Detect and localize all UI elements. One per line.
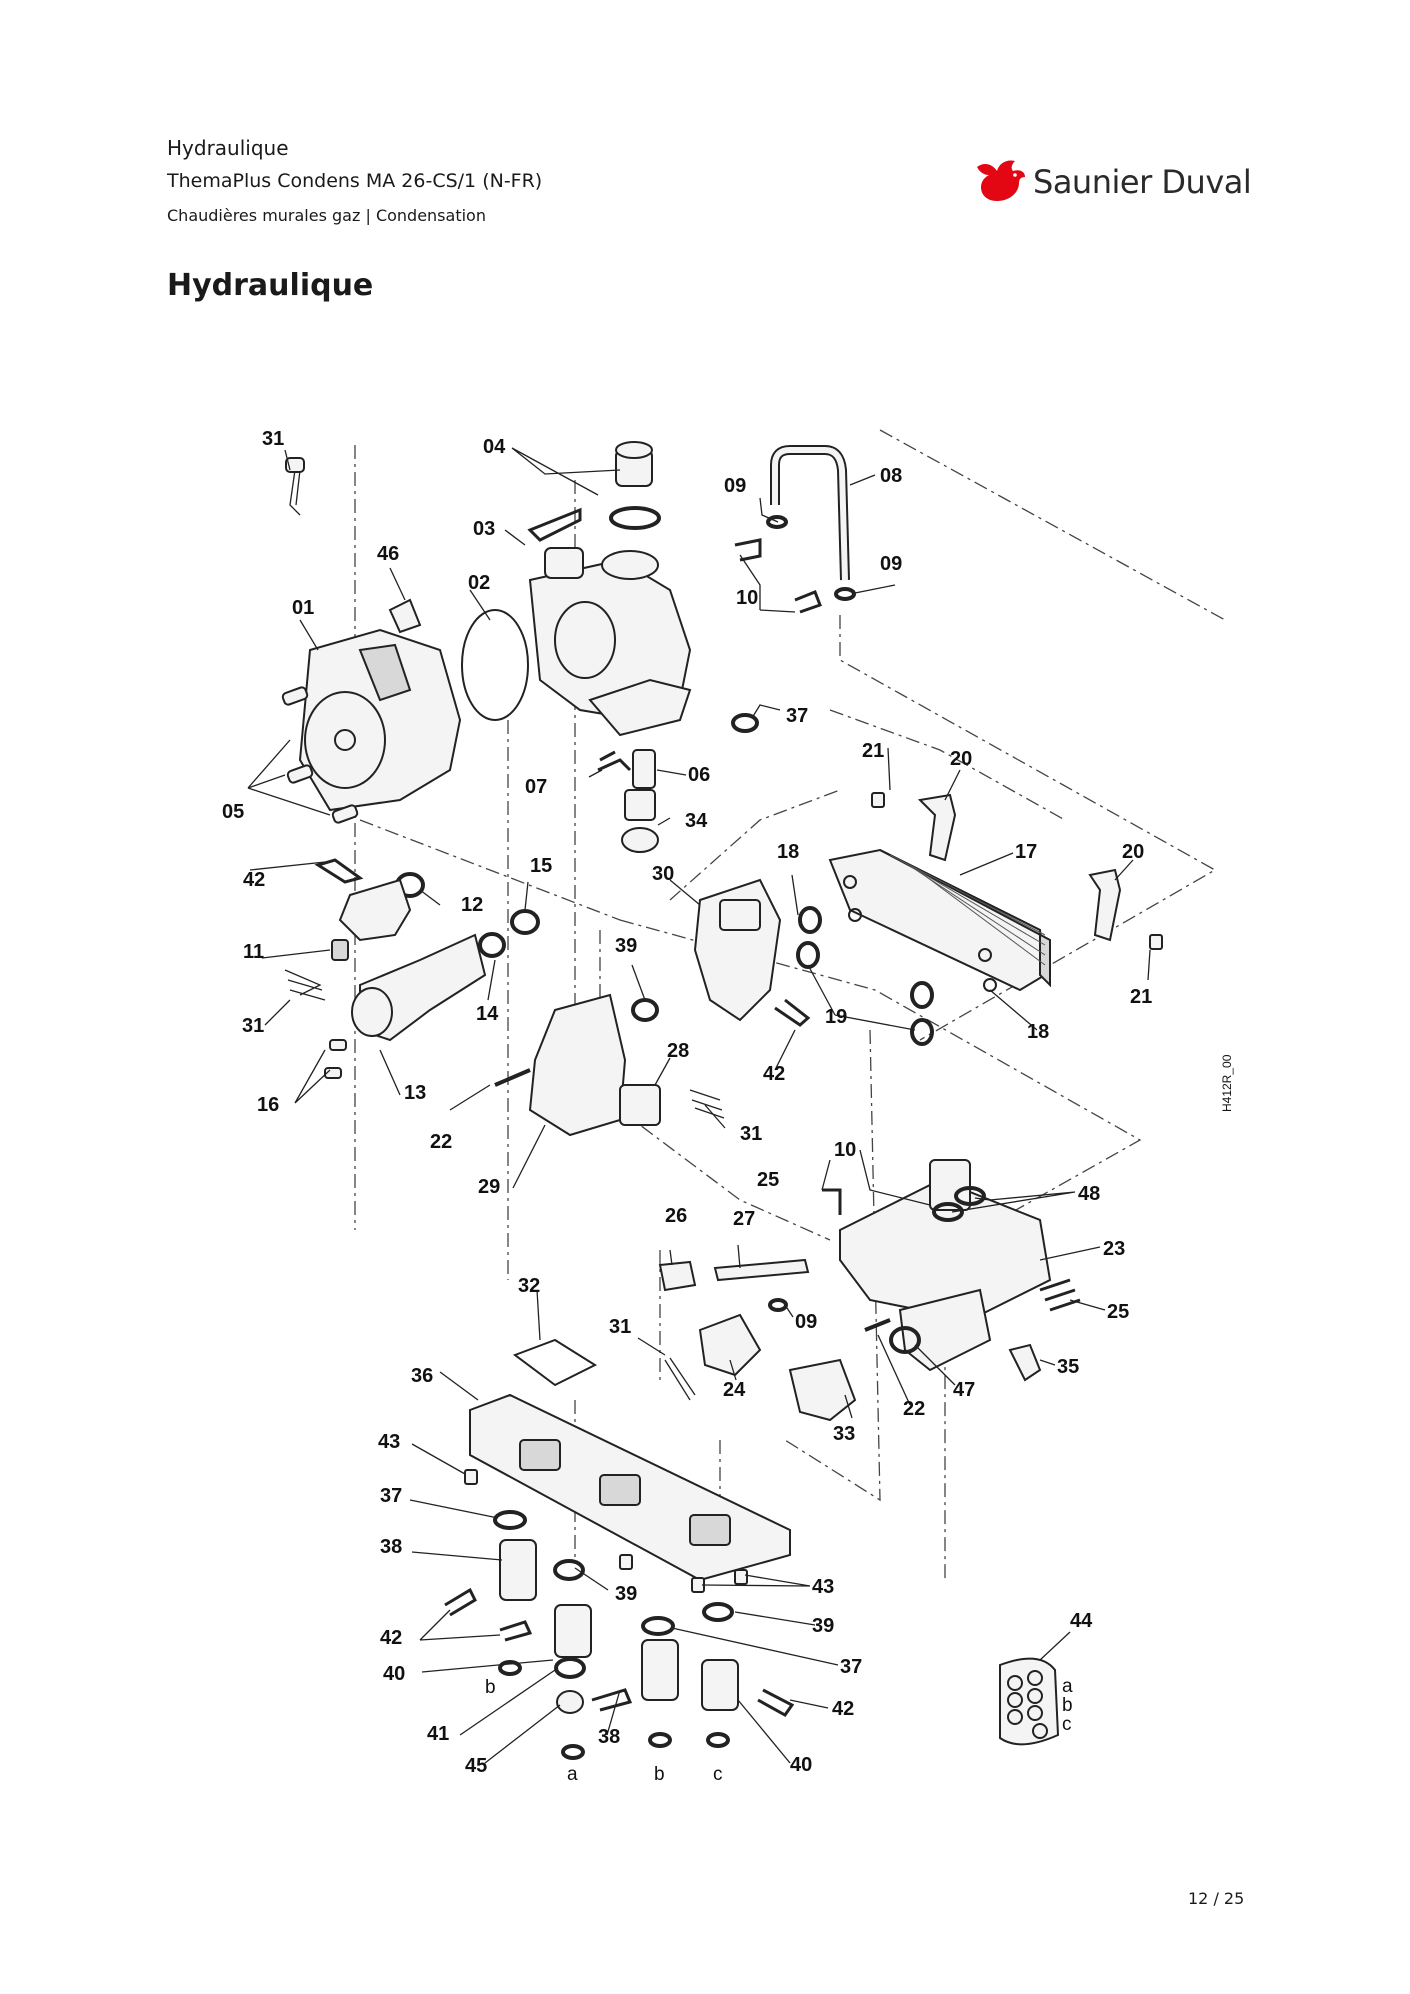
- callout-12: 12: [461, 894, 483, 916]
- callout-39: 39: [615, 1583, 637, 1605]
- callout-23: 23: [1103, 1238, 1125, 1260]
- gasket-label-c: c: [1062, 1714, 1072, 1735]
- callout-10: 10: [736, 587, 758, 609]
- callout-19: 19: [825, 1006, 847, 1028]
- callout-01: 01: [292, 597, 314, 619]
- callout-06: 06: [688, 764, 710, 786]
- callout-31: 31: [740, 1123, 762, 1145]
- callout-33: 33: [833, 1423, 855, 1445]
- callout-24: 24: [723, 1379, 746, 1401]
- callout-36: 36: [411, 1365, 433, 1387]
- callout-08: 08: [880, 465, 902, 487]
- seal-label-a: a: [567, 1764, 578, 1785]
- callout-34: 34: [685, 810, 708, 832]
- callout-48: 48: [1078, 1183, 1100, 1205]
- callout-42: 42: [380, 1627, 402, 1649]
- callout-05: 05: [222, 801, 244, 823]
- brand-name: Saunier Duval: [1033, 163, 1252, 201]
- callout-31: 31: [262, 428, 284, 450]
- callout-37: 37: [786, 705, 808, 727]
- callout-39: 39: [812, 1615, 834, 1637]
- callout-27: 27: [733, 1208, 755, 1230]
- callout-16: 16: [257, 1094, 279, 1116]
- pump-housing: [528, 547, 692, 737]
- callout-labels: 31 04 03 02 46 01 05 09 08 09 10 37 06 0…: [222, 428, 1234, 1785]
- brand-logo: Saunier Duval: [975, 157, 1255, 207]
- header-category: Chaudières murales gaz | Condensation: [167, 206, 486, 225]
- gasket-set-44: [999, 1657, 1060, 1746]
- callout-26: 26: [665, 1205, 687, 1227]
- callout-02: 02: [468, 572, 490, 594]
- callout-20: 20: [1122, 841, 1144, 863]
- callout-09: 09: [880, 553, 902, 575]
- callout-17: 17: [1015, 841, 1037, 863]
- callout-22: 22: [430, 1131, 452, 1153]
- gasket-label-a: a: [1062, 1676, 1073, 1697]
- callout-42: 42: [243, 869, 265, 891]
- callout-03: 03: [473, 518, 495, 540]
- callout-18: 18: [1027, 1021, 1049, 1043]
- callout-38: 38: [598, 1726, 620, 1748]
- callout-43: 43: [812, 1576, 834, 1598]
- callout-40: 40: [383, 1663, 405, 1685]
- callout-35: 35: [1057, 1356, 1079, 1378]
- callout-42: 42: [763, 1063, 785, 1085]
- callout-47: 47: [953, 1379, 975, 1401]
- seal-label-b: b: [654, 1764, 665, 1785]
- callout-45: 45: [465, 1755, 487, 1777]
- pump-motor: [298, 628, 462, 812]
- callout-37: 37: [380, 1485, 402, 1507]
- bird-logo-icon: [977, 160, 1025, 201]
- callout-38: 38: [380, 1536, 402, 1558]
- callout-11: 11: [243, 941, 264, 963]
- leader-lines: [247, 447, 1151, 1764]
- callout-04: 04: [483, 436, 506, 458]
- callout-31: 31: [242, 1015, 264, 1037]
- seal-label-b: b: [485, 1677, 496, 1698]
- callout-40: 40: [790, 1754, 812, 1776]
- callout-21: 21: [862, 740, 884, 762]
- callout-37: 37: [840, 1656, 862, 1678]
- hydraulic-block: [839, 1159, 1052, 1372]
- page-number: 12 / 25: [1188, 1889, 1245, 1908]
- callout-13: 13: [404, 1082, 426, 1104]
- callout-25: 25: [757, 1169, 779, 1191]
- heat-exchanger: [828, 848, 1051, 992]
- callout-46: 46: [377, 543, 399, 565]
- callout-28: 28: [667, 1040, 689, 1062]
- callout-21: 21: [1130, 986, 1152, 1008]
- callout-32: 32: [518, 1275, 540, 1297]
- callout-31: 31: [609, 1316, 631, 1338]
- callout-39: 39: [615, 935, 637, 957]
- page-title: Hydraulique: [167, 268, 374, 303]
- screws: [281, 686, 359, 824]
- callout-07: 07: [525, 776, 547, 798]
- callout-15: 15: [530, 855, 552, 877]
- air-vent: [527, 441, 661, 542]
- sensor-46: [388, 598, 422, 634]
- pump-o-ring: [461, 609, 529, 721]
- header-product: ThemaPlus Condens MA 26-CS/1 (N-FR): [167, 170, 543, 192]
- header-section: Hydraulique: [167, 136, 289, 160]
- gasket-label-b: b: [1062, 1695, 1073, 1716]
- callout-29: 29: [478, 1176, 500, 1198]
- callout-18: 18: [777, 841, 799, 863]
- callout-41: 41: [427, 1723, 449, 1745]
- drawing-code: H412R_00: [1220, 1054, 1234, 1112]
- callout-09: 09: [724, 475, 746, 497]
- seal-label-c: c: [713, 1764, 723, 1785]
- callout-20: 20: [950, 748, 972, 770]
- callout-09: 09: [795, 1311, 817, 1333]
- callout-14: 14: [476, 1003, 499, 1025]
- callout-22: 22: [903, 1398, 925, 1420]
- base-plate: [469, 1393, 791, 1582]
- callout-43: 43: [378, 1431, 400, 1453]
- callout-44: 44: [1070, 1610, 1093, 1632]
- callout-30: 30: [652, 863, 674, 885]
- callout-10: 10: [834, 1139, 856, 1161]
- callout-42: 42: [832, 1698, 854, 1720]
- callout-25: 25: [1107, 1301, 1129, 1323]
